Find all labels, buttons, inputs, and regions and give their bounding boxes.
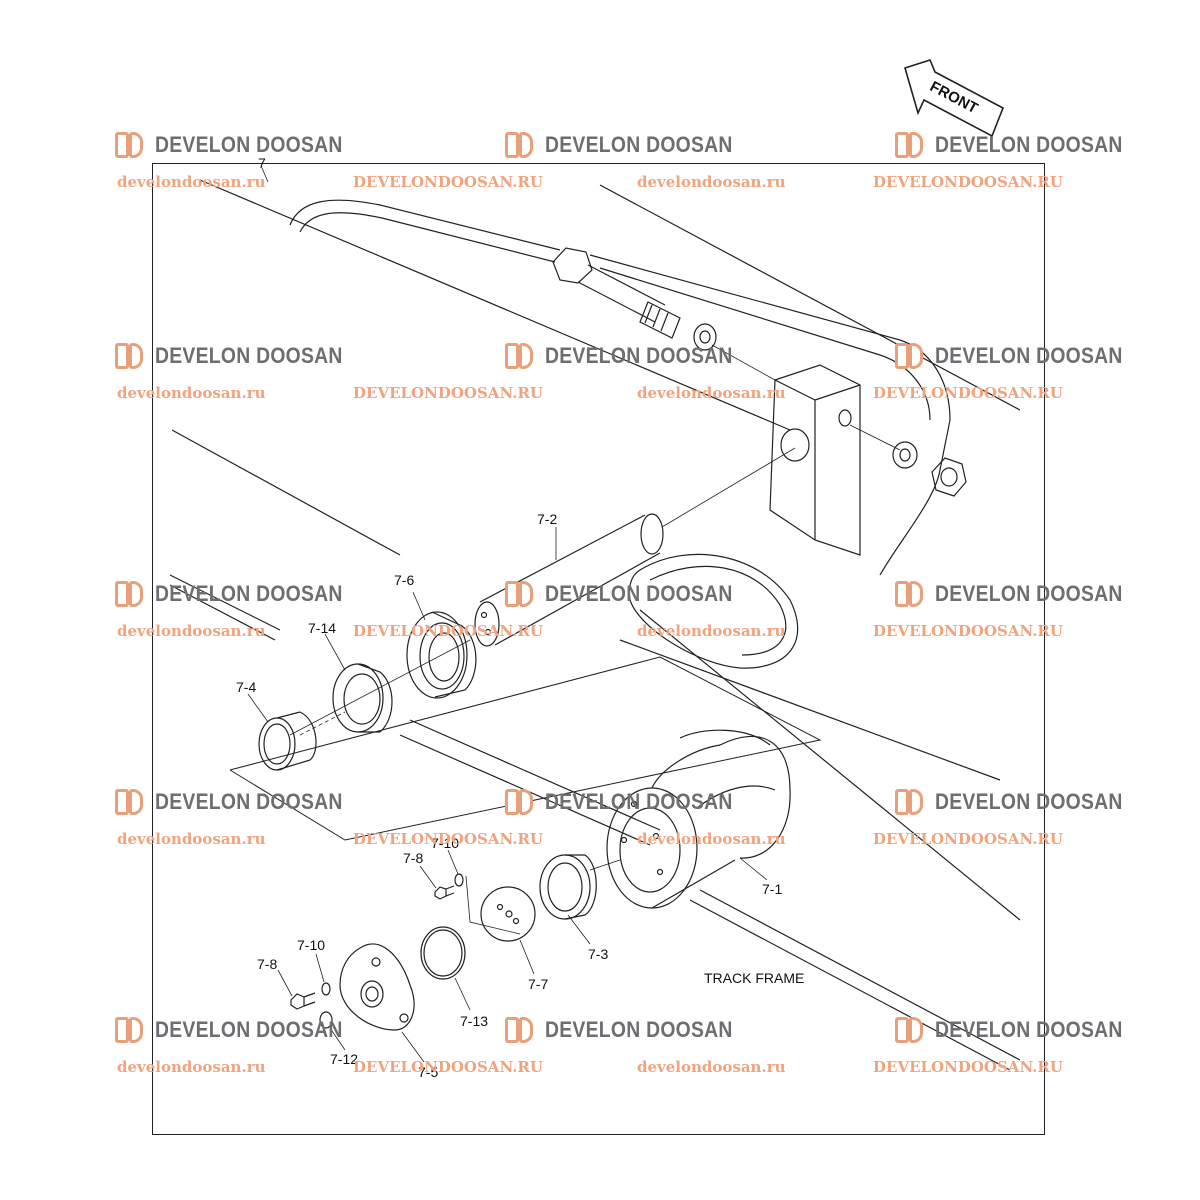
watermark-brand: DEVELON DOOSAN bbox=[155, 1017, 343, 1042]
watermark-url: DEVELONDOOSAN.RU bbox=[873, 384, 1063, 402]
doosan-logo-icon bbox=[895, 130, 929, 160]
watermark-url: develondoosan.ru bbox=[637, 830, 786, 848]
watermark-logo: DEVELON DOOSAN bbox=[895, 787, 1148, 817]
watermark-url: DEVELONDOOSAN.RU bbox=[353, 622, 543, 640]
watermark-logo: DEVELON DOOSAN bbox=[895, 1015, 1148, 1045]
callout-7: 7 bbox=[258, 155, 266, 171]
watermark-logo: DEVELON DOOSAN bbox=[505, 579, 758, 609]
watermark-logo: DEVELON DOOSAN bbox=[115, 579, 368, 609]
watermark-logo: DEVELON DOOSAN bbox=[505, 787, 758, 817]
watermark-brand: DEVELON DOOSAN bbox=[155, 789, 343, 814]
doosan-logo-icon bbox=[115, 787, 149, 817]
callout-7-4: 7-4 bbox=[236, 679, 257, 695]
watermark-url: develondoosan.ru bbox=[117, 384, 266, 402]
watermark-brand: DEVELON DOOSAN bbox=[155, 132, 343, 157]
watermark-logo: DEVELON DOOSAN bbox=[505, 341, 758, 371]
watermark-brand: DEVELON DOOSAN bbox=[935, 581, 1123, 606]
watermark-logo: DEVELON DOOSAN bbox=[115, 130, 368, 160]
callout-7-6: 7-6 bbox=[394, 572, 415, 588]
watermark-brand: DEVELON DOOSAN bbox=[155, 343, 343, 368]
watermark-url: DEVELONDOOSAN.RU bbox=[353, 830, 543, 848]
watermark-logo: DEVELON DOOSAN bbox=[895, 130, 1148, 160]
watermark-url: develondoosan.ru bbox=[637, 622, 786, 640]
watermark-brand: DEVELON DOOSAN bbox=[935, 789, 1123, 814]
watermark-url: DEVELONDOOSAN.RU bbox=[353, 1058, 543, 1076]
watermark-url: develondoosan.ru bbox=[117, 830, 266, 848]
watermark-logo: DEVELON DOOSAN bbox=[115, 787, 368, 817]
doosan-logo-icon bbox=[115, 130, 149, 160]
watermark-brand: DEVELON DOOSAN bbox=[155, 581, 343, 606]
callout-7-8-lower: 7-8 bbox=[257, 956, 278, 972]
watermark-url: develondoosan.ru bbox=[117, 173, 266, 191]
watermark-brand: DEVELON DOOSAN bbox=[545, 581, 733, 606]
watermark-logo: DEVELON DOOSAN bbox=[115, 341, 368, 371]
watermark-url: develondoosan.ru bbox=[117, 1058, 266, 1076]
doosan-logo-icon bbox=[115, 1015, 149, 1045]
callout-7-10-lower: 7-10 bbox=[297, 937, 326, 953]
watermark-url: DEVELONDOOSAN.RU bbox=[353, 173, 543, 191]
doosan-logo-icon bbox=[505, 341, 539, 371]
watermark-logo: DEVELON DOOSAN bbox=[505, 130, 758, 160]
watermark-url: DEVELONDOOSAN.RU bbox=[873, 830, 1063, 848]
watermark-logo: DEVELON DOOSAN bbox=[505, 1015, 758, 1045]
doosan-logo-icon bbox=[505, 130, 539, 160]
callout-7-7: 7-7 bbox=[528, 976, 549, 992]
watermark-brand: DEVELON DOOSAN bbox=[545, 132, 733, 157]
watermark-logo: DEVELON DOOSAN bbox=[115, 1015, 368, 1045]
doosan-logo-icon bbox=[505, 1015, 539, 1045]
callout-7-8-upper: 7-8 bbox=[403, 850, 424, 866]
watermark-url: develondoosan.ru bbox=[637, 384, 786, 402]
watermark-url: develondoosan.ru bbox=[637, 1058, 786, 1076]
watermark-url: DEVELONDOOSAN.RU bbox=[353, 384, 543, 402]
watermark-brand: DEVELON DOOSAN bbox=[935, 1017, 1123, 1042]
doosan-logo-icon bbox=[505, 787, 539, 817]
watermark-brand: DEVELON DOOSAN bbox=[935, 343, 1123, 368]
drawing-frame bbox=[152, 163, 1045, 1135]
callout-7-10-upper: 7-10 bbox=[431, 835, 460, 851]
doosan-logo-icon bbox=[895, 787, 929, 817]
track-frame-label: TRACK FRAME bbox=[704, 970, 805, 986]
watermark-brand: DEVELON DOOSAN bbox=[545, 1017, 733, 1042]
callout-7-12: 7-12 bbox=[330, 1051, 359, 1067]
watermark-brand: DEVELON DOOSAN bbox=[545, 343, 733, 368]
doosan-logo-icon bbox=[115, 579, 149, 609]
doosan-logo-icon bbox=[895, 341, 929, 371]
watermark-url: develondoosan.ru bbox=[637, 173, 786, 191]
callout-7-2: 7-2 bbox=[537, 511, 558, 527]
doosan-logo-icon bbox=[895, 1015, 929, 1045]
doosan-logo-icon bbox=[895, 579, 929, 609]
callout-7-13: 7-13 bbox=[460, 1013, 489, 1029]
callout-7-5: 7-5 bbox=[418, 1064, 439, 1080]
watermark-url: DEVELONDOOSAN.RU bbox=[873, 622, 1063, 640]
watermark-brand: DEVELON DOOSAN bbox=[935, 132, 1123, 157]
doosan-logo-icon bbox=[505, 579, 539, 609]
watermark-brand: DEVELON DOOSAN bbox=[545, 789, 733, 814]
callout-7-3: 7-3 bbox=[588, 946, 609, 962]
doosan-logo-icon bbox=[115, 341, 149, 371]
watermark-url: DEVELONDOOSAN.RU bbox=[873, 173, 1063, 191]
callout-7-14: 7-14 bbox=[308, 620, 337, 636]
watermark-url: develondoosan.ru bbox=[117, 622, 266, 640]
callout-7-1: 7-1 bbox=[762, 881, 783, 897]
watermark-logo: DEVELON DOOSAN bbox=[895, 579, 1148, 609]
watermark-logo: DEVELON DOOSAN bbox=[895, 341, 1148, 371]
watermark-url: DEVELONDOOSAN.RU bbox=[873, 1058, 1063, 1076]
